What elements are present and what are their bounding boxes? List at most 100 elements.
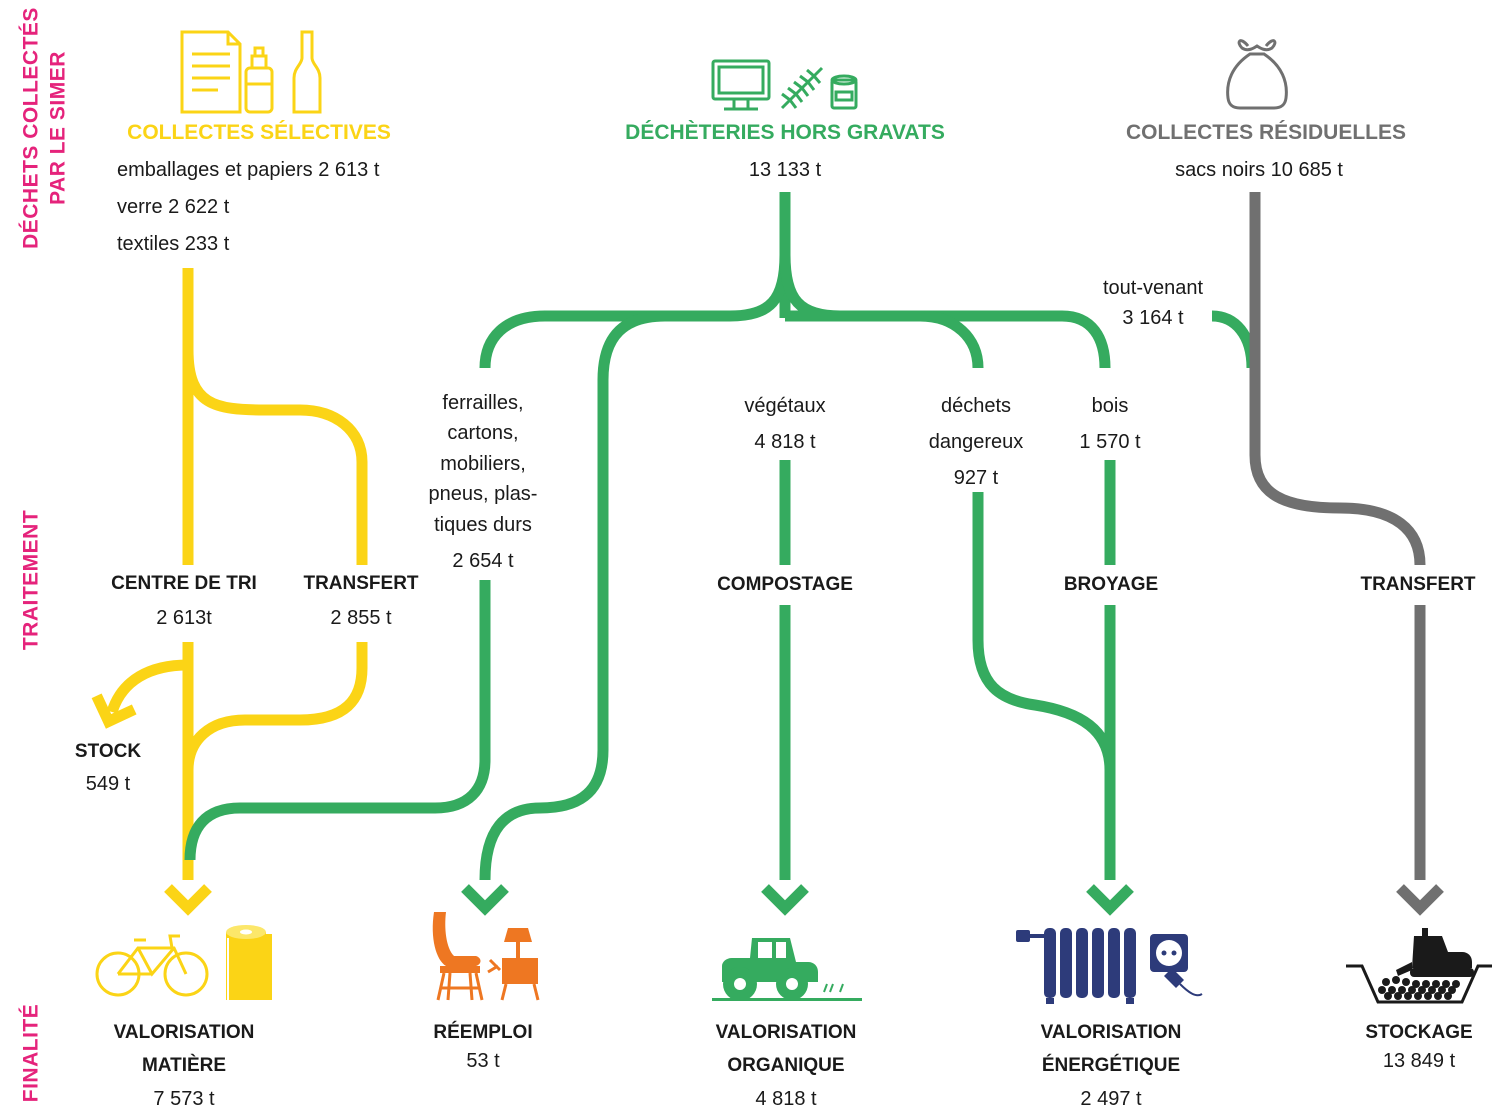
treatment-transfert-yellow-amount: 2 855 t (330, 606, 392, 629)
stream-vegetaux-amount: 4 818 t (754, 431, 816, 453)
stream-dangereux-amount: 927 t (953, 467, 999, 489)
flow-dangereux-down (972, 492, 1116, 771)
bicycle-icon (95, 934, 209, 997)
flow-selective-to-transfert (182, 349, 368, 565)
outcome-organique-line1: VALORISATION (715, 1022, 857, 1043)
arrow-stockage (1396, 884, 1444, 916)
source-title-dechet: DÉCHÈTERIES HORS GRAVATS (625, 121, 945, 144)
outcome-stockage-amount: 13 849 t (1382, 1050, 1456, 1073)
arrow-reemploi (461, 884, 509, 916)
green-flows (184, 192, 1258, 881)
arrow-organique (761, 884, 809, 916)
flow-split-left (479, 254, 791, 369)
electric-plug-icon (1150, 934, 1203, 997)
gray-flows (1249, 192, 1426, 880)
stream-ferrailles-amount: 2 654 t (452, 549, 514, 572)
outcome-reemploi: RÉEMPLOI 53 t (433, 1016, 532, 1073)
outcome-matiere: VALORISATION MATIÈRE 7 573 t (114, 1016, 255, 1111)
flow-tout-venant-left (785, 310, 984, 369)
stream-bois-amount: 1 570 t (1079, 431, 1141, 453)
landfill-icon (1346, 928, 1492, 1004)
radiator-icon (1016, 928, 1136, 1004)
matiere-icons (95, 925, 272, 1000)
chair-icon (432, 912, 484, 1001)
stage-collected-line2: PAR LE SIMER (47, 51, 70, 205)
source-dechet-amount: 13 133 t (748, 159, 822, 181)
stage-label-final: FINALITÉ (19, 1003, 43, 1103)
treatment-transfert-gray: TRANSFERT (1360, 574, 1476, 595)
source-selective-line-textiles: textiles 233 t (117, 233, 230, 255)
outcome-stockage: STOCKAGE 13 849 t (1365, 1016, 1472, 1073)
treatment-stock-label: STOCK (74, 741, 142, 762)
outcome-organique-amount: 4 818 t (755, 1087, 817, 1110)
flow-transfert-merge (182, 642, 368, 771)
outcome-reemploi-amount: 53 t (466, 1050, 500, 1073)
arrow-matiere (164, 884, 212, 916)
treatment-stock: STOCK 549 t (75, 741, 141, 796)
arrow-stock (91, 693, 137, 729)
treatment-compostage: COMPOSTAGE (717, 574, 853, 595)
treatment-centre-tri: CENTRE DE TRI 2 613t (111, 573, 257, 630)
stream-ferrailles-line1: ferrailles, (442, 392, 524, 414)
stage-label-collected: DÉCHETS COLLECTÉS PAR LE SIMER (18, 7, 73, 249)
lamp-icon (487, 928, 540, 1001)
treatment-broyage: BROYAGE (1063, 574, 1159, 595)
tractor-icon (712, 938, 862, 1001)
treatment-centre-tri-amount: 2 613t (156, 606, 212, 629)
paper-roll-icon (226, 925, 272, 1000)
stream-tout-venant: tout-venant 3 164 t (1103, 273, 1203, 333)
stream-tout-venant-amount: 3 164 t (1122, 307, 1184, 329)
stream-ferrailles-line2: cartons, (447, 422, 519, 445)
outcome-reemploi-line1: RÉEMPLOI (433, 1022, 533, 1043)
trash-bag-icon (1226, 39, 1288, 110)
energetique-icons (1016, 928, 1203, 1004)
source-title-residual: COLLECTES RÉSIDUELLES (1125, 121, 1407, 144)
treatment-centre-tri-label: CENTRE DE TRI (111, 573, 257, 594)
stream-ferrailles: ferrailles, cartons, mobiliers, pneus, p… (429, 388, 538, 576)
outcome-organique-line2: ORGANIQUE (727, 1055, 845, 1077)
treatment-stock-amount: 549 t (85, 772, 131, 795)
source-residual-amount: sacs noirs 10 685 t (1175, 159, 1343, 181)
treatment-transfert-yellow: TRANSFERT 2 855 t (303, 573, 418, 630)
outcome-matiere-amount: 7 573 t (153, 1087, 215, 1110)
source-selective-line-verre: verre 2 622 t (117, 196, 230, 218)
stream-ferrailles-line5: tiques durs (434, 513, 532, 536)
stream-tout-venant-label: tout-venant (1102, 277, 1204, 299)
bottle-icon (292, 30, 322, 114)
stream-dangereux-line1: déchets (940, 395, 1012, 417)
flow-to-stock (106, 659, 189, 714)
stream-vegetaux: végétaux 4 818 t (744, 388, 825, 460)
stream-dangereux-line2: dangereux (928, 431, 1024, 453)
leaf-icon (780, 66, 824, 110)
stream-ferrailles-line3: mobiliers, (440, 452, 526, 475)
source-title-selective: COLLECTES SÉLECTIVES (127, 121, 391, 144)
source-selective-line-emballages: emballages et papiers 2 613 t (117, 159, 380, 181)
stream-dangereux: déchets dangereux 927 t (929, 388, 1024, 496)
outcome-energetique-amount: 2 497 t (1080, 1087, 1142, 1110)
outcome-energetique: VALORISATION ÉNERGÉTIQUE 2 497 t (1041, 1016, 1182, 1111)
outcome-matiere-line1: VALORISATION (113, 1022, 255, 1043)
jar-icon (244, 46, 274, 114)
stream-bois: bois 1 570 t (1079, 388, 1140, 460)
flow-reemploi-branch (479, 310, 666, 881)
flow-residual-down (1249, 192, 1426, 566)
flow-ferrailles-down (184, 580, 491, 861)
stream-bois-label: bois (1091, 395, 1129, 417)
dechet-icons (711, 59, 858, 111)
stream-vegetaux-label: végétaux (744, 395, 826, 417)
paper-icon (180, 30, 242, 114)
paint-can-icon (830, 74, 858, 110)
monitor-icon (711, 59, 771, 111)
stage-collected-line1: DÉCHETS COLLECTÉS (19, 7, 43, 249)
yellow-flows (106, 268, 368, 880)
treatment-transfert-yellow-label: TRANSFERT (303, 573, 419, 594)
arrow-energetique (1086, 884, 1134, 916)
reemploi-icons (432, 912, 540, 1001)
outcome-organique: VALORISATION ORGANIQUE 4 818 t (716, 1016, 857, 1111)
outcome-matiere-line2: MATIÈRE (141, 1055, 227, 1077)
outcome-energetique-line1: VALORISATION (1040, 1022, 1182, 1043)
flow-tout-venant-arc (1211, 310, 1258, 369)
stream-ferrailles-line4: pneus, plas- (428, 483, 538, 506)
